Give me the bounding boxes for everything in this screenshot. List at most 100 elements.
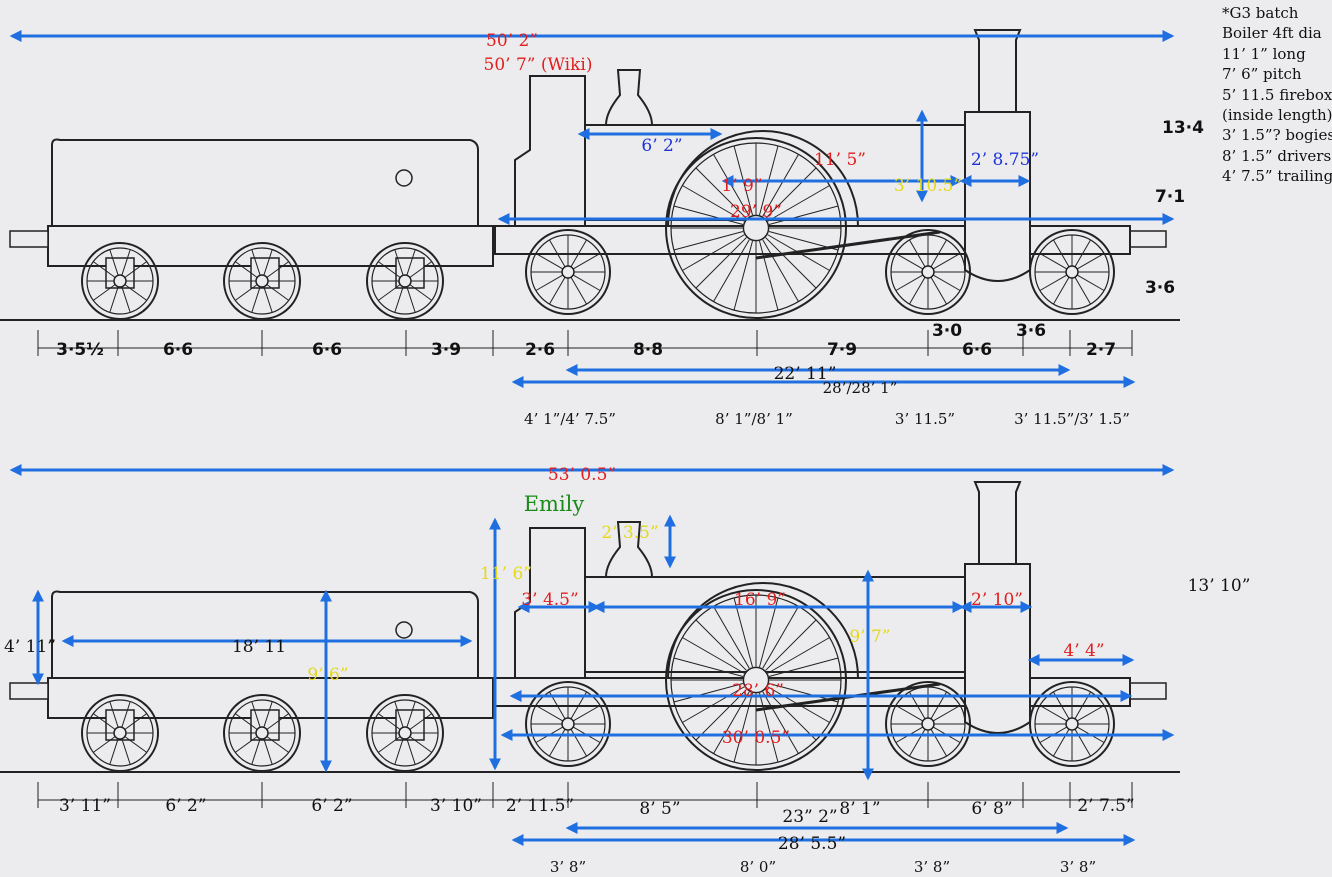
wheel-hub: [561, 717, 575, 731]
bottom-wheel-dia: 3’ 8”: [913, 858, 951, 876]
bottom-engine-length: 30’ 0.5”: [721, 728, 791, 748]
wheel-spoke: [409, 735, 432, 753]
wheel-spoke: [251, 249, 261, 276]
wheel-spoke: [378, 735, 401, 753]
orig-wheelbase: 2·6: [524, 340, 556, 360]
note-line: Boiler 4ft dia: [1222, 24, 1322, 43]
tender-wheel: [223, 242, 301, 320]
bogie-wheel: [885, 229, 971, 315]
wheel-spoke: [765, 619, 817, 671]
wheel-spoke: [549, 277, 566, 305]
top-dim-1-9: 1’ 9”: [721, 176, 763, 196]
wheel-spoke: [266, 713, 289, 731]
wheel-spoke: [695, 619, 747, 671]
wheel-spoke: [93, 261, 116, 279]
driving-wheel: [665, 137, 847, 319]
wheel-spoke: [406, 249, 416, 276]
wheel-spoke: [109, 738, 119, 765]
wheel-spoke: [121, 249, 131, 276]
tender-tank: [51, 590, 479, 679]
bottom-tender-height: 9’ 6”: [307, 665, 349, 685]
orig-wheelbase: 8·8: [632, 340, 664, 360]
wheel-spoke: [263, 286, 273, 313]
orig-wheelbase: 3·0: [931, 321, 963, 341]
bottom-smokebox: 2’ 10”: [971, 590, 1023, 610]
wheel-spoke: [124, 283, 147, 301]
wheel-spoke: [895, 253, 923, 270]
wheel-spoke: [121, 286, 131, 313]
wheel-spoke: [378, 713, 401, 731]
wheel-spoke: [895, 274, 923, 291]
note-line: 8’ 1.5” drivers: [1222, 146, 1332, 165]
wheel-spoke: [406, 701, 416, 728]
wheel-hub: [921, 717, 935, 731]
bottom-engine-wheelbase-total: 23” 2”: [782, 807, 838, 827]
wheel-hub: [398, 726, 412, 740]
wheel-spoke: [762, 239, 799, 302]
note-line: *G3 batch: [1222, 4, 1299, 22]
bottom-dome-height: 2’ 3.5”: [601, 523, 659, 543]
tender-wheel: [223, 694, 301, 772]
bottom-wheel-dia: 3’ 8”: [1059, 858, 1097, 876]
wheel-spoke: [235, 261, 258, 279]
wheel-spoke: [394, 249, 404, 276]
wheel-spoke: [251, 286, 261, 313]
wheel-spoke: [713, 239, 750, 302]
wheel-spoke: [759, 692, 779, 763]
wheel-hub: [255, 274, 269, 288]
wheel-spoke: [409, 283, 432, 301]
wheel-spoke: [765, 237, 817, 289]
bogie-wheel: [1029, 681, 1115, 767]
wheel-spoke: [909, 239, 926, 267]
top-engine-wheelbase: 22’ 11”: [773, 364, 837, 384]
bottom-tender-wheelbase: 3’ 11”: [59, 796, 111, 816]
bottom-front-overhang: 4’ 4”: [1063, 641, 1105, 661]
bottom-overall-length: 53’ 0.5”: [547, 465, 617, 485]
wheel-hub: [113, 726, 127, 740]
orig-wheelbase: 3·5½: [56, 340, 104, 360]
wheel-spoke: [263, 249, 273, 276]
top-wheel-dia: 3’ 11.5”: [894, 410, 956, 428]
wheel-spoke: [109, 701, 119, 728]
wheel-spoke: [535, 705, 563, 722]
wheel-spoke: [409, 261, 432, 279]
wheel-hub: [398, 274, 412, 288]
orig-height: 7·1: [1154, 187, 1186, 207]
wheel-spoke: [394, 738, 404, 765]
orig-wheelbase: 3·9: [430, 340, 462, 360]
tender-tank: [51, 138, 479, 227]
tender-wheel: [81, 694, 159, 772]
wheel-spoke: [263, 701, 273, 728]
bottom-tender-wheelbase: 6’ 2”: [165, 796, 207, 816]
wheel-spoke: [570, 239, 587, 267]
wheel-spoke: [549, 239, 566, 267]
wheel-spoke: [235, 735, 258, 753]
wheel-hub: [921, 265, 935, 279]
wheel-spoke: [251, 738, 261, 765]
dome: [604, 69, 654, 126]
top-overall-length-wiki: 50’ 7” (Wiki): [483, 55, 593, 75]
orig-wheelbase: 7·9: [826, 340, 858, 360]
orig-wheelbase: 2·7: [1085, 340, 1117, 360]
orig-wheelbase: 3·6: [1015, 321, 1047, 341]
bogie-wheel: [885, 681, 971, 767]
wheel-hub: [113, 274, 127, 288]
bottom-boiler: 16’ 9”: [734, 590, 786, 610]
bottom-engine-wheelbase: 2’ 7.5”: [1077, 796, 1135, 816]
wheel-spoke: [121, 701, 131, 728]
wheel-spoke: [713, 606, 750, 669]
wheel-spoke: [394, 286, 404, 313]
bottom-total-height: 13’ 10”: [1187, 576, 1251, 596]
wheel-spoke: [695, 237, 747, 289]
wheel-spoke: [682, 234, 745, 271]
cab: [514, 75, 586, 227]
wheel-spoke: [235, 713, 258, 731]
bottom-wheel-dia: 3’ 8”: [549, 858, 587, 876]
wheel-spoke: [93, 283, 116, 301]
bottom-engine-wheelbase: 8’ 5”: [639, 799, 681, 819]
wheel-spoke: [1074, 277, 1091, 305]
orig-height: 3·6: [1144, 278, 1176, 298]
wheel-spoke: [930, 239, 947, 267]
tender-buffer: [9, 682, 49, 700]
